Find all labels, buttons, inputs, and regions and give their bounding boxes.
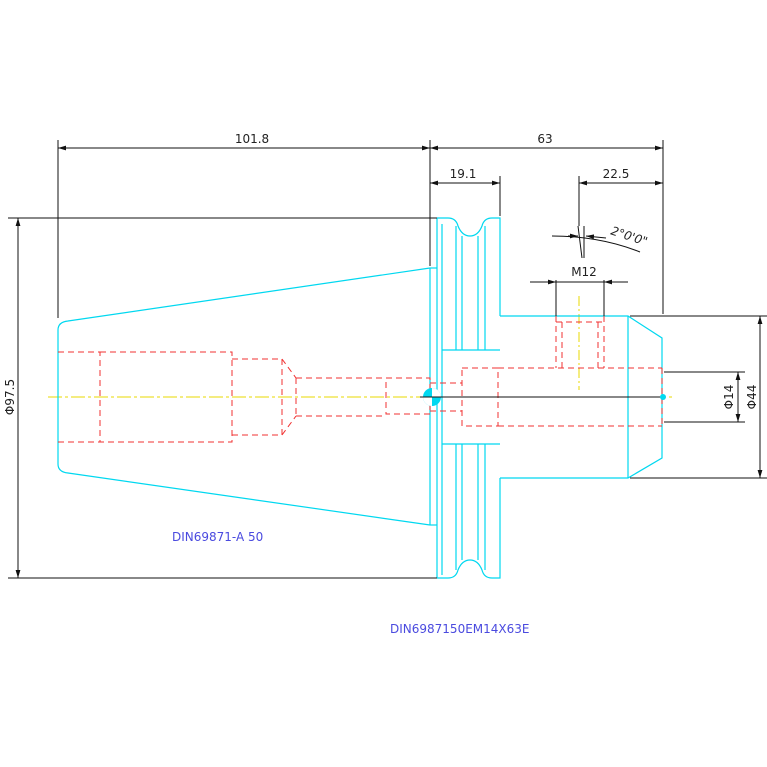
dim-nose-diameter: Φ44 [745,385,759,410]
dim-tool-length: 63 [537,132,552,146]
center-marker [420,388,662,406]
part-number-label: DIN6987150EM14X63E [390,622,529,636]
dimension-lines [8,140,767,579]
dim-flange-width: 19.1 [450,167,477,181]
dim-nose-length: 22.5 [603,167,630,181]
dim-taper-angle: 2°0'0" [609,224,649,249]
dim-taper-diameter: Φ97.5 [3,379,17,415]
hidden-features [58,316,663,443]
nose-point [660,394,666,400]
dim-bore-diameter: Φ14 [722,385,736,410]
taper-standard-label: DIN69871-A 50 [172,530,263,544]
dim-taper-length: 101.8 [235,132,269,146]
dim-thread: M12 [571,265,597,279]
